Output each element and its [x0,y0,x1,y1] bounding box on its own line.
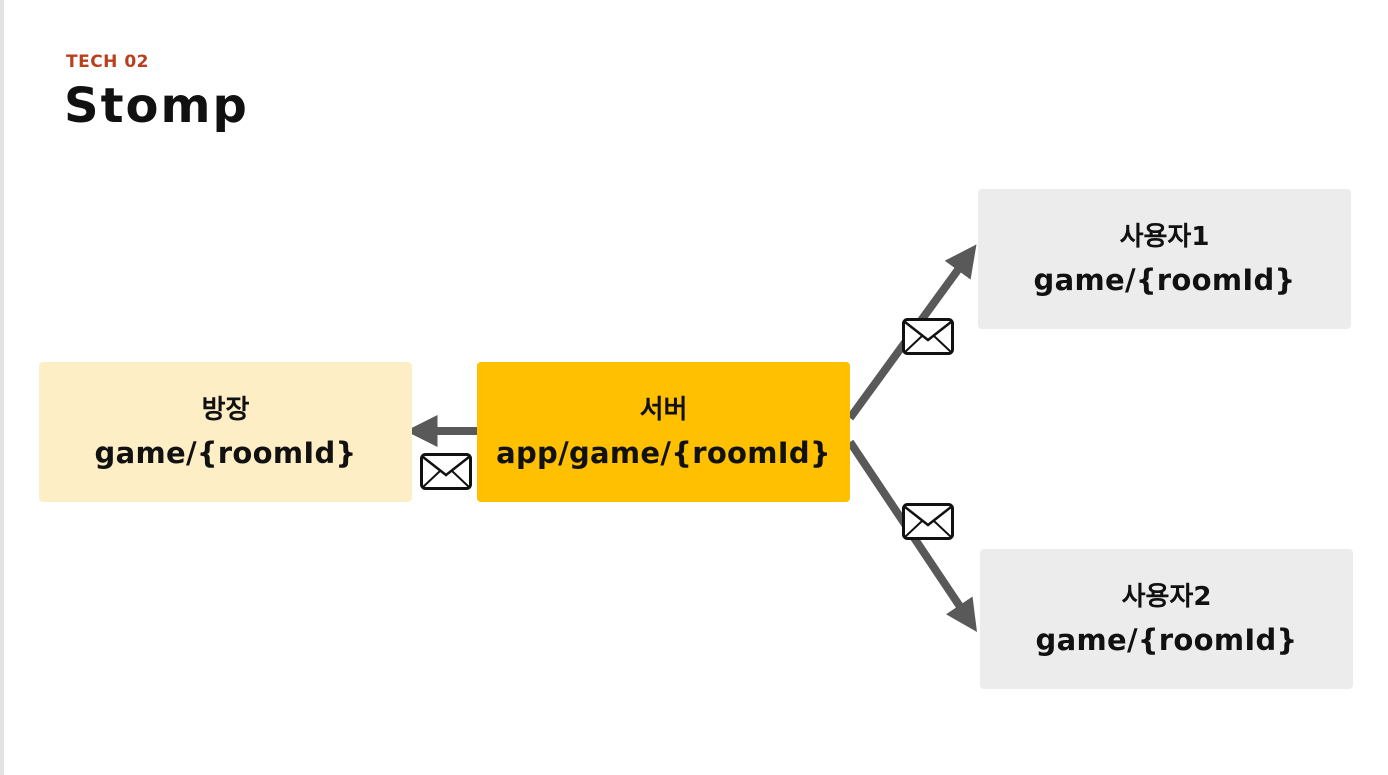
node-topic: game/{roomId} [1035,623,1298,657]
server-node: 서버 app/game/{roomId} [477,362,850,502]
node-topic: game/{roomId} [94,436,357,470]
node-name: 서버 [639,395,688,425]
node-name: 사용자1 [1119,222,1210,252]
left-edge-bar [0,0,4,775]
node-name: 사용자2 [1121,582,1212,612]
user1-node: 사용자1 game/{roomId} [978,189,1351,329]
node-name: 방장 [201,395,250,425]
slide-title: Stomp [64,78,249,134]
envelope-icon [902,503,954,540]
envelope-icon [902,318,954,355]
user2-node: 사용자2 game/{roomId} [980,549,1353,689]
section-kicker: TECH 02 [66,52,149,72]
envelope-icon [420,453,472,490]
node-topic: app/game/{roomId} [496,436,831,470]
node-topic: game/{roomId} [1033,263,1296,297]
room-owner-node: 방장 game/{roomId} [39,362,412,502]
